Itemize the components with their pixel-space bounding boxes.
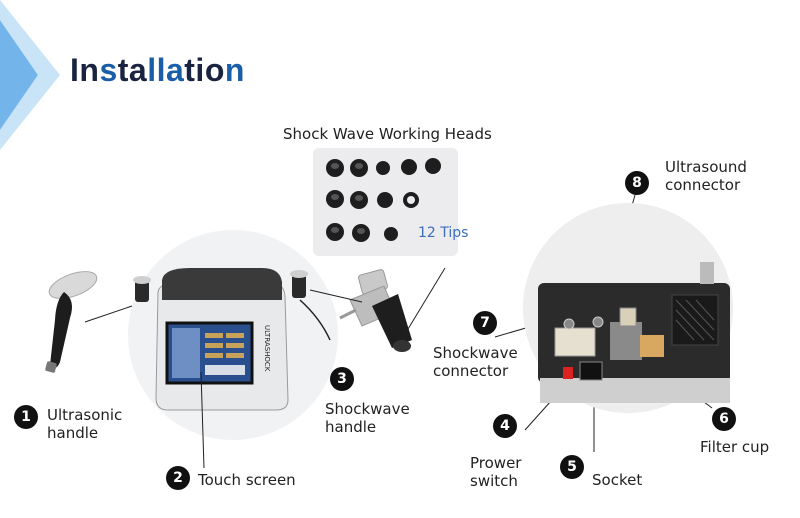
callout-badge-7: 7 bbox=[473, 311, 497, 335]
callout-label-filter-cup: Filter cup bbox=[700, 438, 770, 456]
ultrasonic-handle-image bbox=[45, 271, 98, 373]
page-title: Installation bbox=[70, 52, 245, 89]
callout-badge-1: 1 bbox=[14, 405, 38, 429]
title-part: lla bbox=[147, 52, 185, 88]
shockwave-handle-image bbox=[339, 269, 412, 352]
title-part: s bbox=[99, 52, 118, 88]
main-device-image: ULTRASHOCK bbox=[133, 268, 331, 411]
callout-badge-4: 4 bbox=[493, 414, 517, 438]
working-heads-panel bbox=[313, 148, 458, 256]
device-brand-text: ULTRASHOCK bbox=[263, 325, 271, 372]
tips-heading: Shock Wave Working Heads bbox=[283, 125, 492, 143]
title-part: In bbox=[70, 52, 100, 88]
callout-badge-2: 2 bbox=[166, 466, 190, 490]
rear-panel-image bbox=[538, 262, 730, 403]
callout-badge-8: 8 bbox=[625, 171, 649, 195]
title-part: tio bbox=[184, 52, 225, 88]
callout-label-socket: Socket bbox=[592, 471, 643, 489]
title-part: ta bbox=[117, 52, 148, 88]
callout-badge-5: 5 bbox=[560, 455, 584, 479]
callout-badge-3: 3 bbox=[330, 367, 354, 391]
callout-label-touch-screen: Touch screen bbox=[198, 471, 296, 489]
title-part: n bbox=[224, 52, 245, 88]
working-heads-image bbox=[326, 158, 441, 242]
corner-accent-graphic bbox=[0, 0, 60, 150]
tips-count-label: 12 Tips bbox=[418, 225, 469, 241]
callout-badge-6: 6 bbox=[712, 407, 736, 431]
